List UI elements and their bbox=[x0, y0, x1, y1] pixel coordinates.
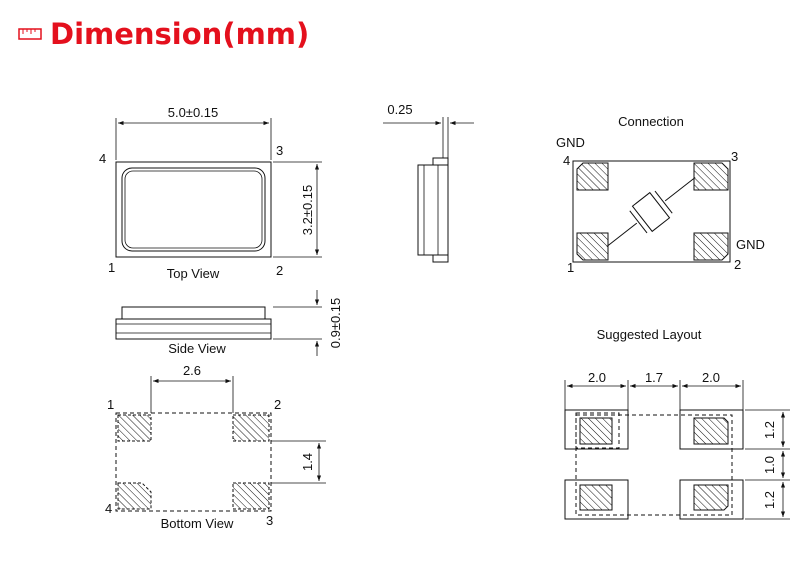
connection-pin-2: 2 bbox=[734, 257, 741, 272]
page-title: Dimension(mm) bbox=[50, 17, 309, 51]
side-view-body bbox=[115, 318, 272, 340]
top-view-lid bbox=[121, 167, 266, 252]
bottom-view: 2.6 1.4 1 2 3 4 Bottom View bbox=[105, 363, 326, 531]
bottom-pad-3 bbox=[232, 482, 270, 510]
layout-land-1 bbox=[564, 409, 629, 450]
top-view: 5.0±0.15 3.2±0.15 1 2 3 4 Top View bbox=[99, 105, 322, 281]
connection-pin-1: 1 bbox=[567, 260, 574, 275]
connection-gnd-right: GND bbox=[736, 237, 765, 252]
connection-pin-4: 4 bbox=[563, 153, 570, 168]
top-view-caption: Top View bbox=[167, 266, 220, 281]
layout-pad-4 bbox=[693, 484, 729, 511]
layout-height-3: 1.2 bbox=[762, 491, 777, 509]
layout-pad-2 bbox=[693, 417, 729, 445]
bottom-view-pin-3: 3 bbox=[266, 513, 273, 528]
top-view-pin-1: 1 bbox=[108, 260, 115, 275]
bottom-pad-1 bbox=[117, 414, 152, 442]
connection-pin-3: 3 bbox=[731, 149, 738, 164]
layout-land-2 bbox=[679, 409, 744, 450]
connection-pad-4 bbox=[576, 162, 609, 191]
bottom-view-pitch-dim: 2.6 bbox=[183, 363, 201, 378]
side-view: 0.9±0.15 Side View bbox=[115, 290, 343, 356]
layout-height-2: 1.0 bbox=[762, 456, 777, 474]
edge-view-body bbox=[417, 164, 449, 256]
side-view-caption: Side View bbox=[168, 341, 226, 356]
layout-width-2: 1.7 bbox=[645, 370, 663, 385]
connection-title: Connection bbox=[618, 114, 684, 129]
bottom-view-pin-2: 2 bbox=[274, 397, 281, 412]
suggested-layout: Suggested Layout 2.0 1.7 2.0 1.2 1.0 1.2 bbox=[564, 327, 790, 520]
layout-width-1: 2.0 bbox=[588, 370, 606, 385]
layout-title: Suggested Layout bbox=[597, 327, 702, 342]
header: Dimension(mm) bbox=[18, 17, 309, 51]
bottom-pad-2 bbox=[232, 414, 270, 442]
ruler-icon bbox=[18, 28, 42, 40]
connection-pad-2 bbox=[693, 232, 729, 261]
top-view-body bbox=[115, 161, 272, 258]
bottom-view-pin-4: 4 bbox=[105, 501, 112, 516]
top-view-width-dim: 5.0±0.15 bbox=[168, 105, 219, 120]
layout-width-3: 2.0 bbox=[702, 370, 720, 385]
layout-pad-3 bbox=[579, 484, 613, 511]
layout-height-1: 1.2 bbox=[762, 421, 777, 439]
bottom-view-pin-1: 1 bbox=[107, 397, 114, 412]
connection-pad-3 bbox=[693, 162, 729, 191]
top-view-pin-2: 2 bbox=[276, 263, 283, 278]
top-view-pin-3: 3 bbox=[276, 143, 283, 158]
bottom-view-caption: Bottom View bbox=[161, 516, 234, 531]
bottom-pad-4 bbox=[117, 482, 152, 510]
layout-pad-1 bbox=[579, 417, 613, 445]
layout-land-4 bbox=[679, 479, 744, 520]
top-view-pin-4: 4 bbox=[99, 151, 106, 166]
crystal-symbol bbox=[606, 177, 696, 247]
edge-view: 0.25 bbox=[383, 102, 474, 263]
edge-view-dim: 0.25 bbox=[387, 102, 412, 117]
side-view-lid bbox=[121, 306, 266, 320]
bottom-view-pad-dim: 1.4 bbox=[300, 453, 315, 471]
top-view-height-dim: 3.2±0.15 bbox=[300, 185, 315, 236]
bottom-view-outline bbox=[115, 412, 272, 512]
connection-body bbox=[572, 160, 731, 263]
side-view-height-dim: 0.9±0.15 bbox=[328, 298, 343, 349]
connection-diagram: Connection GND GND 1 2 3 4 bbox=[556, 114, 765, 275]
connection-gnd-top: GND bbox=[556, 135, 585, 150]
layout-outline bbox=[575, 414, 733, 516]
connection-pad-1 bbox=[576, 232, 609, 261]
layout-land-3 bbox=[564, 479, 629, 520]
